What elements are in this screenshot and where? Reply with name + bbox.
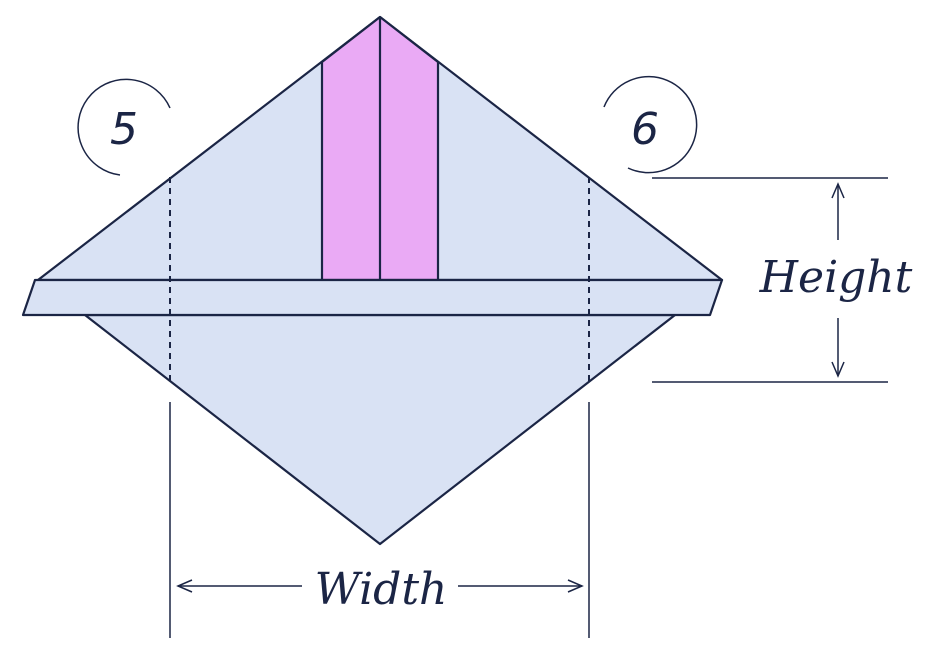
step-5-marker: 5 — [77, 78, 171, 176]
step-5-number: 5 — [110, 104, 138, 155]
height-dimension: Height — [652, 177, 913, 383]
height-label: Height — [759, 252, 913, 303]
lower-paper-body — [83, 313, 677, 546]
horizontal-band — [21, 278, 724, 317]
width-label: Width — [315, 564, 448, 615]
step-6-marker: 6 — [603, 75, 698, 174]
width-dimension: Width — [169, 402, 590, 638]
step-6-number: 6 — [631, 104, 659, 155]
